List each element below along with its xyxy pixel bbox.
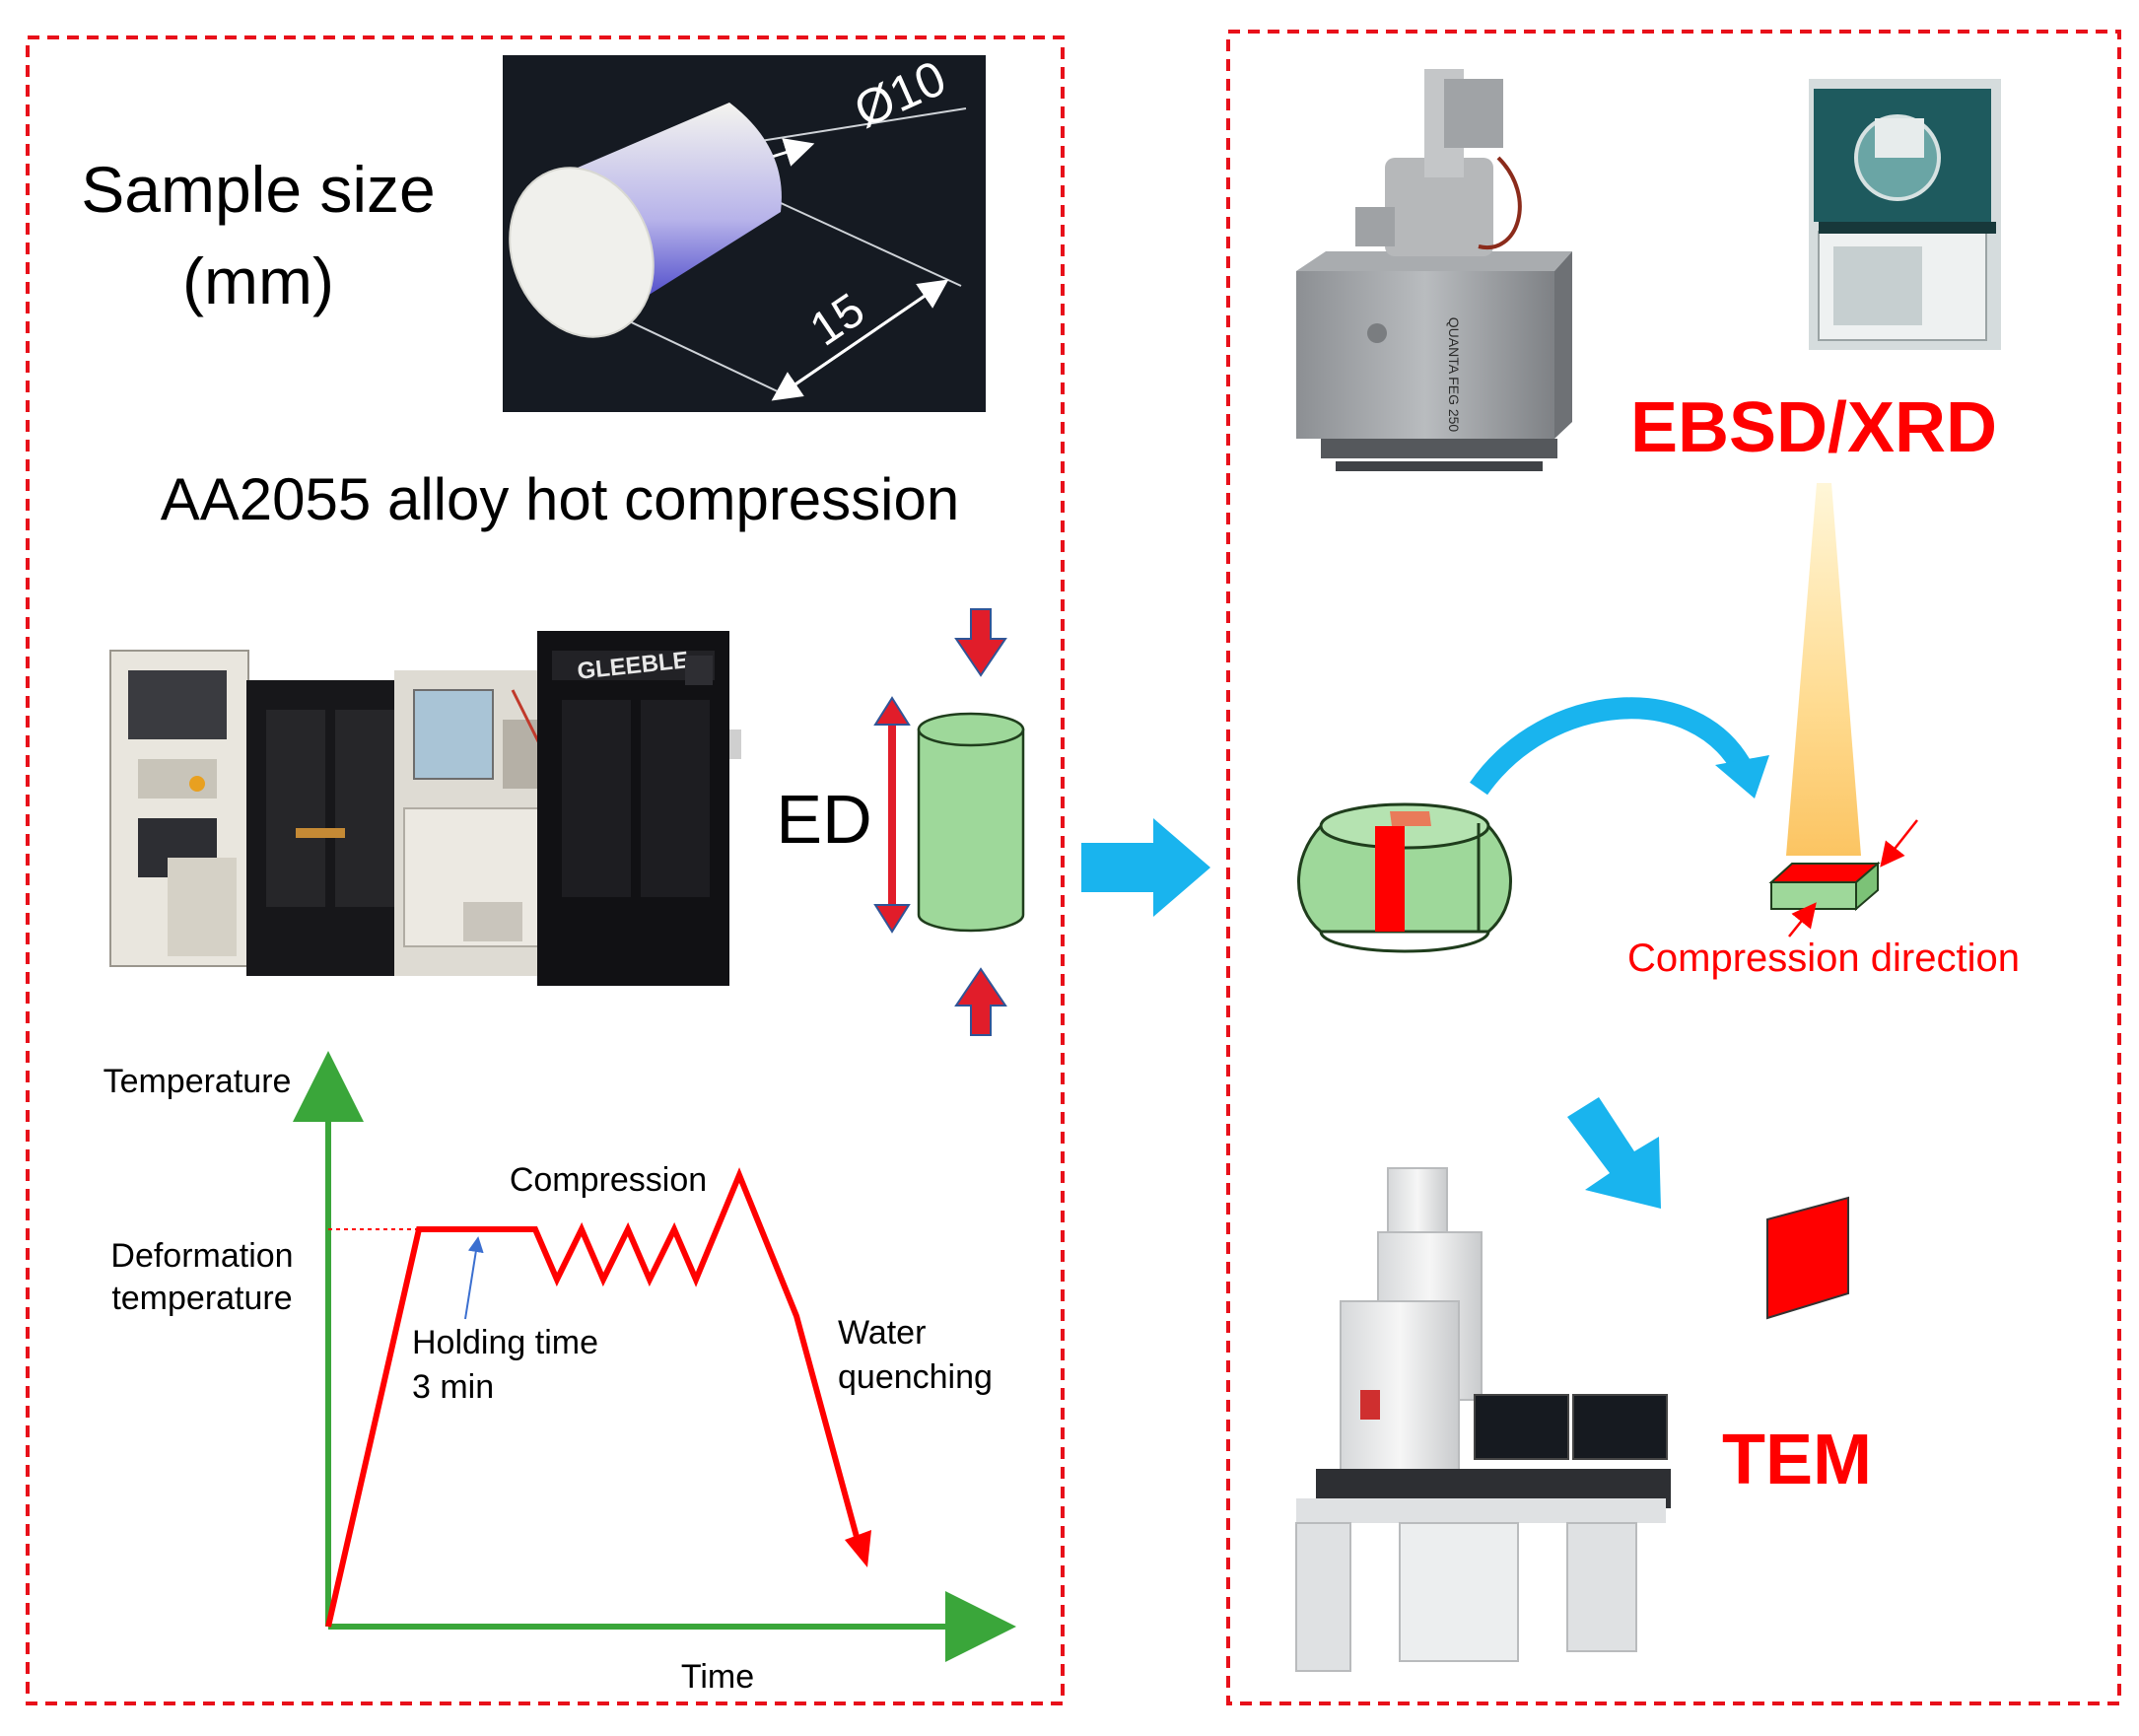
sem-model-label: QUANTA FEG 250 [1446, 317, 1462, 433]
tem-specimen [1766, 1196, 1849, 1320]
cut-sample-arrow-head [1715, 755, 1769, 799]
temperature-profile-line [325, 1167, 862, 1628]
slab-specimen [1768, 861, 1881, 912]
temperature-axis-label: Temperature [104, 1063, 292, 1100]
right-panel-border [1226, 30, 2121, 1705]
compression-direction-label: Compression direction [1627, 937, 2020, 980]
deformation-temperature-label-1: Deformation [110, 1237, 293, 1275]
gleeble-machine-image: GLEEBLE [109, 631, 741, 986]
cut-sample-arrow [1469, 697, 1753, 796]
flow-arrow-diagonal [1567, 1097, 1661, 1209]
temperature-profile-diagram: Temperature Time Deformation temperature… [104, 1051, 1016, 1696]
direction-pointer-upper [1880, 819, 1918, 868]
compression-label: Compression [510, 1161, 707, 1199]
sample-size-unit: (mm) [182, 244, 334, 317]
tem-microscope-image [1295, 1167, 1671, 1672]
tem-label: TEM [1722, 1421, 1872, 1499]
time-axis-label: Time [681, 1658, 754, 1696]
flow-arrow-right [1081, 818, 1210, 917]
water-quenching-label-1: Water [838, 1314, 926, 1352]
quench-arrow-head [845, 1530, 871, 1567]
compression-sample-illustration: ED [776, 608, 1025, 1036]
experiment-title: AA2055 alloy hot compression [161, 466, 959, 532]
holding-pointer [464, 1236, 484, 1320]
left-panel-border [26, 35, 1065, 1705]
ebsd-xrd-label: EBSD/XRD [1630, 388, 1997, 467]
ed-label: ED [776, 781, 871, 858]
xray-beam [1786, 483, 1861, 856]
sample-dimension-drawing: Ø10 15 [503, 50, 986, 412]
water-quenching-label-2: quenching [838, 1358, 993, 1396]
xrd-instrument-image [1809, 79, 2001, 350]
holding-time-label-2: 3 min [412, 1368, 494, 1406]
sem-microscope-image: QUANTA FEG 250 [1296, 69, 1572, 471]
sample-size-label: Sample size [81, 153, 436, 226]
holding-time-label-1: Holding time [412, 1324, 598, 1361]
compressed-sample-illustration [1297, 802, 1512, 953]
direction-pointer-lower [1788, 902, 1817, 937]
deformation-temperature-label-2: temperature [111, 1280, 292, 1317]
